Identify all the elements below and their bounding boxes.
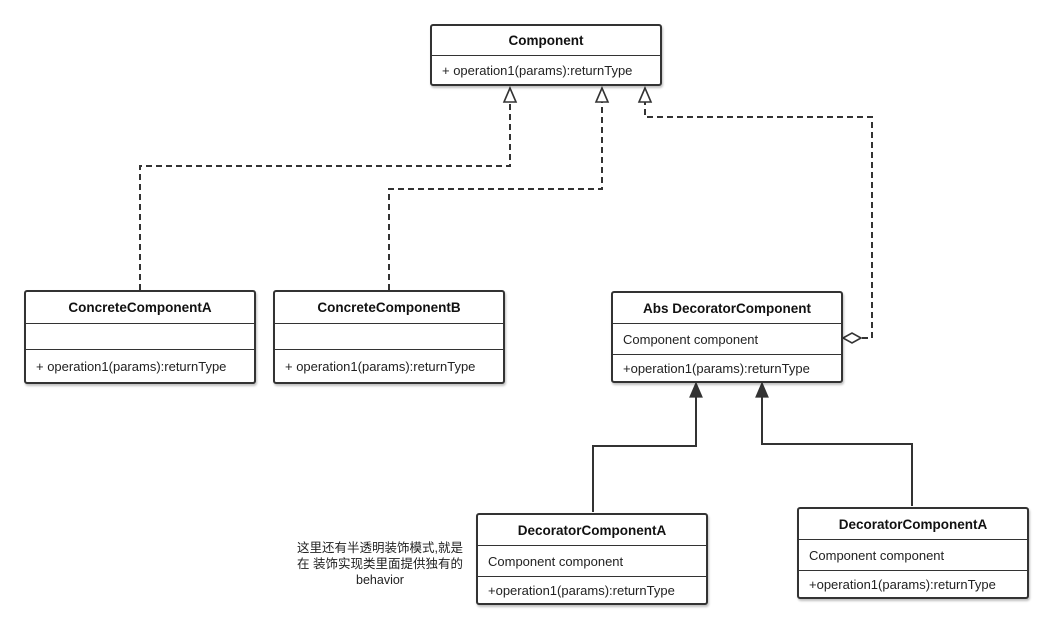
class-name: ConcreteComponentB — [275, 292, 503, 324]
class-name: DecoratorComponentA — [799, 509, 1027, 540]
class-method: +operation1(params):returnType — [623, 360, 810, 376]
inheritance-arrowhead-right — [755, 381, 769, 398]
class-method: + operation1(params):returnType — [442, 62, 633, 78]
class-name: Component — [432, 26, 660, 56]
inheritance-line-decorator-right — [761, 396, 913, 506]
realization-arrowhead-2 — [594, 85, 610, 103]
inheritance-arrowhead-left — [689, 381, 703, 398]
inheritance-line-decorator-left — [592, 396, 697, 512]
class-component[interactable]: Component + operation1(params):returnTyp… — [430, 24, 662, 86]
note-line-1: 这里还有半透明装饰模式,就是 — [297, 541, 463, 555]
note-line-3: behavior — [356, 573, 404, 587]
class-name: Abs DecoratorComponent — [613, 293, 841, 324]
class-attribute: Component component — [799, 540, 1027, 571]
realization-line-concrete-b — [388, 102, 603, 290]
aggregation-line-decorator — [644, 102, 873, 339]
class-attributes — [26, 324, 254, 350]
class-method: + operation1(params):returnType — [36, 358, 227, 374]
note-line-2: 在 装饰实现类里面提供独有的 — [297, 557, 463, 571]
class-concrete-component-b[interactable]: ConcreteComponentB + operation1(params):… — [273, 290, 505, 384]
class-decorator-component-a-left[interactable]: DecoratorComponentA Component component … — [476, 513, 708, 605]
aggregation-diamond — [841, 332, 863, 344]
class-attributes — [275, 324, 503, 350]
class-method: + operation1(params):returnType — [285, 358, 476, 374]
class-concrete-component-a[interactable]: ConcreteComponentA + operation1(params):… — [24, 290, 256, 384]
class-attribute: Component component — [613, 324, 841, 355]
realization-arrowhead-3 — [637, 85, 653, 103]
annotation-note: 这里还有半透明装饰模式,就是 在 装饰实现类里面提供独有的 behavior — [286, 540, 474, 588]
class-name: ConcreteComponentA — [26, 292, 254, 324]
realization-line-concrete-a — [139, 102, 511, 290]
class-attribute: Component component — [478, 546, 706, 577]
class-abs-decorator-component[interactable]: Abs DecoratorComponent Component compone… — [611, 291, 843, 383]
class-method: +operation1(params):returnType — [488, 582, 675, 598]
class-name: DecoratorComponentA — [478, 515, 706, 546]
class-method: +operation1(params):returnType — [809, 576, 996, 592]
realization-arrowhead-1 — [502, 85, 518, 103]
class-decorator-component-a-right[interactable]: DecoratorComponentA Component component … — [797, 507, 1029, 599]
